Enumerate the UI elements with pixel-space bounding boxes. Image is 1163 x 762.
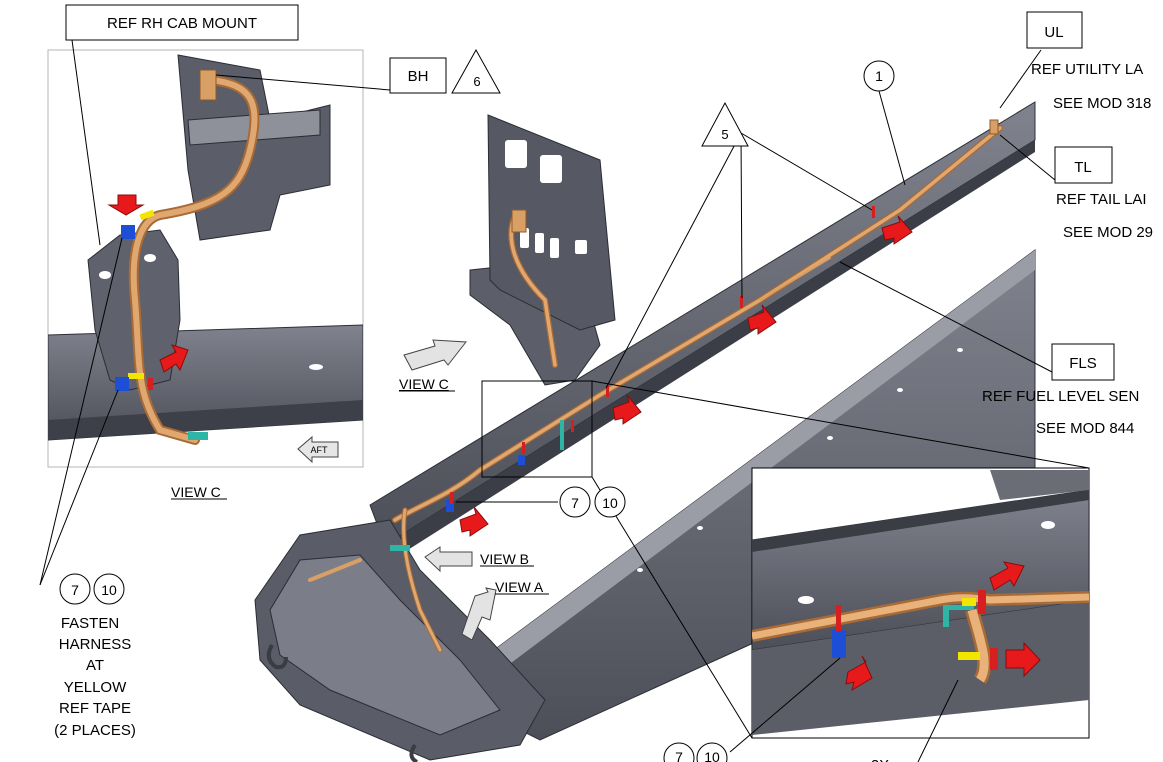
view-c-label-inset: VIEW C (171, 484, 221, 500)
note-6-triangle (451, 48, 501, 94)
aft-label: AFT (311, 445, 329, 455)
fasten-line-2: HARNESS (59, 636, 132, 653)
ref-utility-label: REF UTILITY LA (1031, 61, 1143, 78)
view-b-arrow-icon (424, 546, 473, 573)
fls-box (1051, 343, 1115, 381)
see-mod-29-label: SEE MOD 29 (1063, 224, 1153, 241)
cab-back-panel (487, 114, 616, 331)
tow-hook (266, 644, 288, 670)
view-a-arrow-icon (461, 587, 497, 641)
item-7-label-left: 7 (71, 582, 79, 598)
ref-rh-cab-mount-box (65, 4, 299, 41)
frame-rail-lower-top (440, 250, 1035, 705)
fls-label: FLS (1069, 355, 1097, 372)
item-10-balloon-center (594, 486, 626, 518)
ref-rh-cab-mount-label: REF RH CAB MOUNT (107, 15, 257, 32)
fasten-line-4: YELLOW (64, 679, 127, 696)
fasten-note: FASTEN HARNESS AT YELLOW REF TAPE (2 PLA… (54, 615, 136, 739)
note-5-triangle (701, 101, 749, 147)
item-10-label-bottom: 10 (704, 749, 720, 762)
ul-box (1026, 11, 1083, 49)
item-7-label-bottom: 7 (675, 749, 683, 762)
item-10-balloon-bottom (696, 742, 728, 762)
view-b-label: VIEW B (480, 551, 529, 567)
fasten-line-5: REF TAPE (59, 700, 131, 717)
qty-2x-label: 2X (871, 757, 889, 762)
item-7-balloon-bottom (663, 742, 695, 762)
ref-fuel-label: REF FUEL LEVEL SEN (982, 388, 1139, 405)
fasten-line-6: (2 PLACES) (54, 722, 136, 739)
detail-inset (751, 467, 1090, 739)
detail-region-box (481, 380, 593, 478)
item-7-balloon-left (59, 573, 91, 605)
bh-label: BH (408, 68, 429, 85)
view-c-label-main: VIEW C (399, 376, 449, 392)
fasten-line-1: FASTEN (61, 615, 119, 632)
fasten-line-3: AT (86, 657, 104, 674)
bh-connector-main (511, 209, 527, 233)
tow-hook-right (409, 743, 419, 762)
item-10-label-center: 10 (602, 495, 618, 511)
see-mod-318-label: SEE MOD 318 (1053, 95, 1151, 112)
see-mod-844-label: SEE MOD 844 (1036, 420, 1134, 437)
item-7-label-center: 7 (571, 495, 579, 511)
item-1-balloon (863, 60, 895, 92)
item-1-label: 1 (875, 68, 883, 84)
view-a-label: VIEW A (495, 579, 544, 595)
note-5-label: 5 (721, 127, 728, 142)
item-7-balloon-center (559, 486, 591, 518)
ref-tail-label: REF TAIL LAI (1056, 191, 1147, 208)
frame-rail-upper-flange (385, 140, 1035, 560)
item-10-balloon-left (93, 573, 125, 605)
bh-box (389, 57, 447, 94)
ul-label: UL (1044, 24, 1063, 41)
red-indicator-arrows (459, 215, 913, 537)
tl-box (1054, 146, 1113, 184)
note-6-label: 6 (473, 74, 480, 89)
view-c-inset (47, 49, 364, 468)
front-crossmember-face (269, 554, 501, 736)
leader-lines (39, 39, 1090, 762)
panel-cutouts (505, 140, 587, 258)
tl-label: TL (1074, 159, 1092, 176)
item-10-label-left: 10 (101, 582, 117, 598)
main-clips (390, 119, 999, 551)
aft-arrow-icon (297, 435, 339, 464)
view-c-arrow-icon (403, 339, 467, 371)
